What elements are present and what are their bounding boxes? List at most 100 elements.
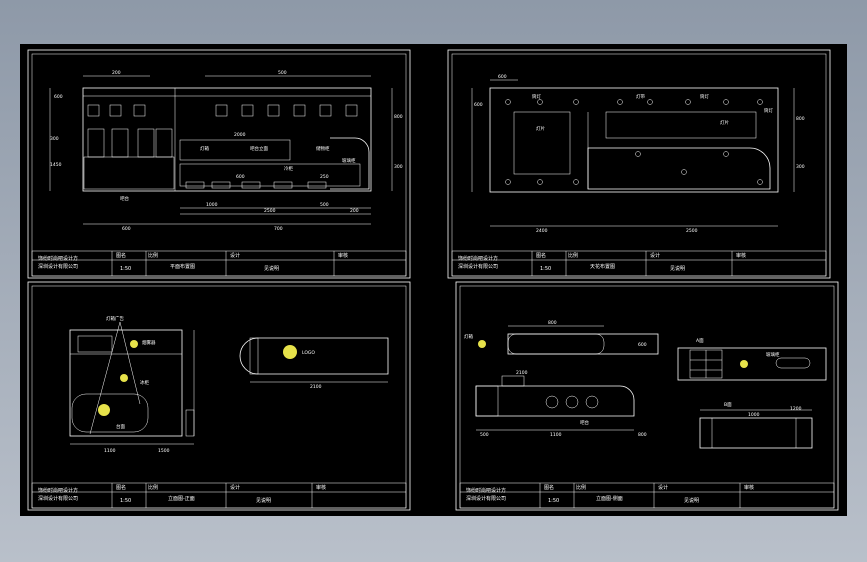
elevation-b-dim-1: 600	[638, 342, 647, 348]
ceiling-dim-4: 2400	[536, 228, 548, 234]
elevation-b-label-1: 吧台	[580, 419, 589, 426]
elevation-a-note: 见说明	[256, 497, 271, 504]
ceiling-dim-3: 300	[796, 164, 805, 170]
elevation-a-tb-label-4: 审核	[316, 484, 326, 491]
plan-company-line1: 饰纷时尚吧设计方	[38, 255, 78, 262]
plan-label-4: 吧台立面	[250, 145, 268, 152]
elevation-a-drawing	[69, 321, 389, 445]
plan-dim-13: 1450	[50, 162, 62, 168]
elevation-b-tb-label-2: 比例	[576, 484, 586, 491]
elevation-a-label-2: LOGO	[302, 350, 315, 356]
plan-dim-15: 250	[320, 174, 329, 180]
plan-dim-9: 700	[274, 226, 283, 232]
plan-dim-2: 600	[54, 94, 63, 100]
plan-scale: 1:50	[120, 266, 131, 272]
plan-dimension-texts: 200 500 600 300 1000 2500 500 200 600 70…	[50, 70, 403, 232]
elevation-b-label-3: B面	[724, 402, 732, 408]
plan-dim-6: 500	[320, 202, 329, 208]
plan-title-block: 饰纷时尚吧设计方 深圳设计有限公司 图名 比例 设计 审核 1:50 平面布置图…	[31, 250, 407, 277]
elevation-b-company-line2: 深圳设计有限公司	[466, 495, 506, 502]
elevation-b-dim-6: 1000	[748, 412, 760, 418]
ceiling-label-3: 筒灯	[764, 107, 773, 114]
sheet-ceiling: 600 800 600 300 2400 2500 筒灯 灯带 筒灯 筒灯 灯片…	[447, 49, 831, 279]
elevation-a-company-line1: 饰纷时尚吧设计方	[38, 487, 78, 494]
cad-model-space: 200 500 600 300 1000 2500 500 200 600 70…	[20, 44, 847, 516]
elevation-a-label-4: 台面	[116, 423, 125, 430]
plan-dim-5: 2500	[264, 208, 276, 214]
elevation-a-label-3: 冰柜	[140, 379, 149, 386]
ceiling-drawing	[471, 79, 795, 227]
elevation-b-drawing	[475, 325, 827, 449]
plan-tb-label-4: 审核	[338, 252, 348, 259]
plan-company-line2: 深圳设计有限公司	[38, 263, 78, 270]
ceiling-dimension-texts: 600 800 600 300 2400 2500	[474, 74, 805, 234]
ceiling-note: 见说明	[670, 265, 685, 272]
plan-labels: 灯箱 吧台 冷柜 储物柜 吧台立面 玻璃柜	[120, 145, 356, 202]
ceiling-company-line1: 饰纷时尚吧设计方	[458, 255, 498, 262]
elevation-a-title-block: 饰纷时尚吧设计方 深圳设计有限公司 图名 比例 设计 审核 1:50 立面图-正…	[31, 482, 407, 509]
elevation-b-dim-2: 500	[480, 432, 489, 438]
elevation-b-tb-label-3: 设计	[658, 484, 668, 491]
plan-dim-10: 2000	[234, 132, 246, 138]
plan-dim-0: 200	[112, 70, 121, 76]
elevation-b-dim-7: 1200	[790, 406, 802, 412]
ceiling-dim-0: 600	[498, 74, 507, 80]
sheet-elevation-a: 1100 1500 2100 灯箱广告 烟雾器 LOGO 冰柜 台面 饰纷时尚吧…	[27, 281, 411, 511]
plan-label-1: 吧台	[120, 195, 129, 202]
sheet-elevation-b: 800 600 500 1100 800 2100 1000 1200 灯箱 吧…	[455, 281, 839, 511]
elevation-a-tb-label-2: 比例	[148, 484, 158, 491]
elevation-b-tb-label-4: 审核	[744, 484, 754, 491]
plan-dim-12: 300	[394, 164, 403, 170]
plan-tb-label-2: 比例	[148, 252, 158, 259]
elevation-a-drawing-name: 立面图-正面	[168, 495, 195, 502]
sheet-plan: 200 500 600 300 1000 2500 500 200 600 70…	[27, 49, 411, 279]
ceiling-dim-1: 800	[796, 116, 805, 122]
ceiling-dim-2: 600	[474, 102, 483, 108]
plan-tb-label-1: 图名	[116, 252, 126, 259]
sheet-ceiling-border	[447, 49, 831, 279]
plan-dim-14: 600	[236, 174, 245, 180]
elevation-a-dim-1: 1500	[158, 448, 170, 454]
ceiling-tb-label-2: 比例	[568, 252, 578, 259]
elevation-b-dim-4: 800	[638, 432, 647, 438]
ceiling-label-1: 灯带	[636, 93, 645, 100]
ceiling-scale: 1:50	[540, 266, 551, 272]
plan-note: 见说明	[264, 265, 279, 272]
sheet-elevation-a-frame	[31, 285, 407, 509]
plan-drawing-name: 平面布置图	[170, 263, 195, 270]
plan-dim-1: 500	[278, 70, 287, 76]
elevation-a-tb-label-3: 设计	[230, 484, 240, 491]
ceiling-tb-label-1: 图名	[536, 252, 546, 259]
elevation-b-scale: 1:50	[548, 498, 559, 504]
elevation-b-label-0: 灯箱	[464, 333, 473, 340]
drawing-canvas: 200 500 600 300 1000 2500 500 200 600 70…	[27, 49, 839, 511]
ceiling-label-0: 筒灯	[532, 93, 541, 100]
elevation-b-dim-5: 2100	[516, 370, 528, 376]
elevation-a-dim-2: 2100	[310, 384, 322, 390]
sheet-elevation-a-border	[27, 281, 411, 511]
plan-dim-4: 1000	[206, 202, 218, 208]
elevation-a-label-0: 灯箱广告	[106, 315, 124, 322]
plan-label-0: 灯箱	[200, 145, 209, 152]
sheet-plan-frame	[31, 53, 407, 277]
plan-drawing	[49, 75, 393, 225]
sheet-plan-border	[27, 49, 411, 279]
ceiling-company-line2: 深圳设计有限公司	[458, 263, 498, 270]
elevation-a-dim-0: 1100	[104, 448, 116, 454]
elevation-b-dim-0: 800	[548, 320, 557, 326]
elevation-b-label-4: 玻璃柜	[766, 351, 780, 358]
elevation-b-labels: 灯箱 吧台 A面 B面 玻璃柜	[464, 333, 780, 426]
ceiling-drawing-name: 天花布置图	[590, 263, 615, 270]
elevation-a-labels: 灯箱广告 烟雾器 LOGO 冰柜 台面	[106, 315, 315, 430]
ceiling-label-2: 筒灯	[700, 93, 709, 100]
elevation-b-drawing-name: 立面图-侧面	[596, 495, 623, 502]
plan-label-2: 冷柜	[284, 165, 293, 172]
ceiling-title-block: 饰纷时尚吧设计方 深圳设计有限公司 图名 比例 设计 审核 1:50 天花布置图…	[451, 250, 827, 277]
elevation-a-dimension-texts: 1100 1500 2100	[104, 384, 322, 454]
elevation-a-company-line2: 深圳设计有限公司	[38, 495, 78, 502]
plan-label-3: 储物柜	[316, 145, 330, 152]
elevation-b-title-block: 饰纷时尚吧设计方 深圳设计有限公司 图名 比例 设计 审核 1:50 立面图-侧…	[459, 482, 835, 509]
plan-dim-8: 600	[122, 226, 131, 232]
sheet-elevation-b-frame	[459, 285, 835, 509]
elevation-b-company-line1: 饰纷时尚吧设计方	[466, 487, 506, 494]
